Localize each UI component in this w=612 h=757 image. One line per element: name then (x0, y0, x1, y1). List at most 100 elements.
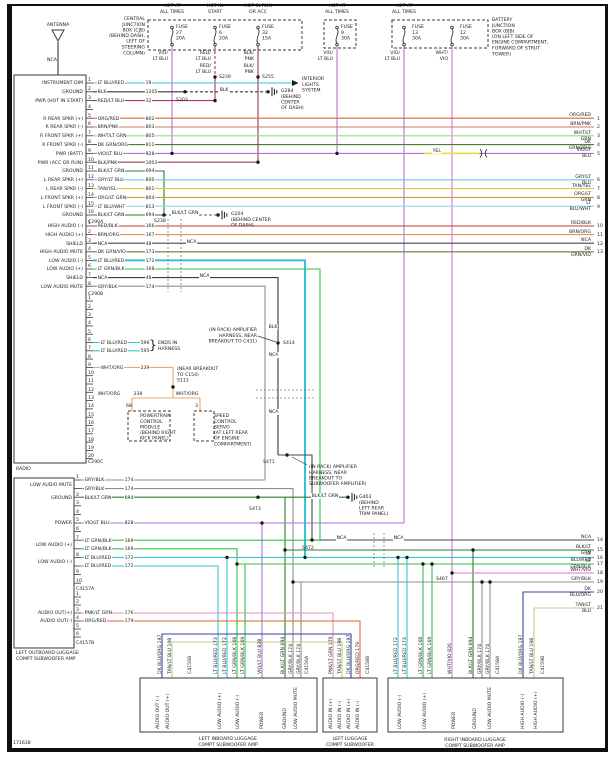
wire-color: GRY/BLK (84, 477, 105, 484)
edge-label-9: LT BLU/WHT (569, 200, 592, 212)
pin-name: PWR (BATT) (55, 150, 83, 157)
wire-color: DK GRN/VIO (97, 249, 127, 255)
pin-label: LOW AUDIO MUTE (293, 687, 299, 729)
ends-in-harness-note: ENDS IN HARNESS (158, 339, 181, 351)
pin-name: SHIELD (66, 275, 83, 281)
edge-label-4: DK GRN/ORG (568, 138, 591, 150)
left-subwoofer-box (322, 677, 378, 733)
edge-label-6: GRY/LT BLU (575, 173, 591, 185)
wire-label: BLK/ PNK (243, 50, 254, 61)
wire-color: LT BLU/RED (97, 257, 125, 264)
pin-number: 5 (88, 328, 91, 334)
junction-dot (235, 562, 239, 566)
pin-number: 5 (76, 517, 79, 523)
wire-nca (278, 454, 313, 540)
edge-label-8: ORG/LT GRN (574, 191, 591, 203)
edge-num-7: 7 (596, 186, 600, 192)
wire-tan_lt_blu (533, 607, 594, 678)
junction-dot (260, 521, 264, 525)
wire-label: NCA (186, 238, 198, 245)
edge-num-9: 9 (596, 203, 600, 209)
edge-label-2: BRN/PNK (570, 121, 591, 127)
wire-color: ORG/RED (84, 618, 107, 625)
connector-c290a: C290A (88, 218, 104, 224)
edge-num-14: 14 (596, 537, 603, 543)
wire-blk (93, 277, 279, 455)
junction-dot (283, 548, 287, 552)
junction-dot (430, 562, 434, 566)
pin-name: L FRONT SPKR (+) (40, 194, 83, 201)
fuse-icon (256, 25, 260, 47)
wire-label: WHT/VIO 826 (447, 642, 453, 674)
amp-harness-note-2: (IN RACK) AMPLIFIER HARNESS, NEAR BREAKO… (309, 463, 367, 486)
wire-label: LT BLU/RED 172 (222, 637, 228, 674)
pin-name: LOW AUDIO (+) (35, 541, 72, 548)
pin-number: 4 (76, 615, 79, 621)
pin-number: 2 (88, 303, 91, 309)
pin-name: LOW AUDIO (-) (48, 257, 83, 264)
edge-label-18: WHT/VIO (570, 567, 591, 573)
wire-dk_blu_org (161, 633, 352, 678)
hot-at-all-times-1: HOT AT ALL TIMES (160, 3, 184, 14)
pin-label: AUDIO IN (+) (346, 698, 352, 729)
pin-number: 8 (88, 353, 91, 359)
pin-name: LOW AUDIO MUTE (30, 481, 72, 487)
pin-number: 10 (88, 370, 94, 376)
edge-label-13: DK GRN/VIO (570, 245, 592, 257)
edge-num-10: 10 (596, 223, 603, 229)
junction-dot (256, 75, 260, 79)
pin-number: 1 (88, 220, 91, 226)
edge-num-6: 6 (596, 177, 600, 183)
speed-servo-label: SPEED CONTROL SERVO (AT LEFT REAR OF ENG… (213, 412, 251, 446)
wire-lt_grn_blk (93, 268, 321, 541)
pin-name: L REAR SPKR (+) (43, 177, 83, 183)
wire-color: VIO/LT BLU (84, 520, 111, 527)
wire-label: NCA (393, 535, 405, 541)
pin-name: HIGH AUDIO (-) (47, 223, 83, 229)
wire-label: NCA (336, 535, 348, 541)
pin-number: 4 (88, 103, 91, 110)
circuit-number: 828 (124, 520, 135, 527)
circuit-number: 179 (124, 618, 135, 625)
circuit-number: 1003 (145, 159, 158, 166)
pin-number: 14 (88, 191, 94, 198)
hot-in-run-or-acc: HOT IN RUN OR ACC (244, 3, 272, 14)
wire-gry_blk (93, 285, 266, 480)
circuit-number: 174 (124, 477, 135, 484)
edge-label-20: DK BLU/ORG (570, 586, 591, 597)
wire-color: BRN/ORG (97, 232, 121, 238)
pin-name: R FRONT SPKR (-) (42, 142, 83, 148)
edge-num-13: 13 (596, 249, 603, 255)
pin-label: AUDIO OUT (+) (165, 693, 171, 729)
connector-c4157b: C4157B (76, 640, 95, 646)
connector-c290b: C290B (88, 290, 104, 297)
pin-number: 4 (88, 320, 91, 326)
wire-label: DK BLU/ORG 197 (518, 634, 524, 674)
edge-num-2: 2 (596, 124, 600, 130)
pin-number: 15 (88, 200, 94, 206)
pcm-pin-68: 68 (126, 402, 132, 408)
pin-name: LOW AUDIO (+) (46, 266, 83, 272)
pin-number: 4 (76, 508, 79, 515)
hot-at-all-times-3: HOT AT ALL TIMES (392, 3, 416, 14)
circuit-number: 174 (124, 486, 135, 492)
wire-label: LT GRN/BLK 169 (240, 636, 246, 674)
wire-label: GRY/BLK 174 (288, 643, 294, 674)
junction-dot (256, 495, 260, 499)
edge-label-7: TAN/YEL (571, 182, 591, 188)
pin-number: 7 (76, 534, 79, 540)
wire-color: PNK/LT GRN (84, 610, 113, 617)
wire-color: WHT/ORG (100, 364, 125, 371)
junction-dot (405, 555, 409, 560)
wire-label: GRY/BLK 174 (477, 643, 483, 674)
junction-dot (396, 555, 400, 560)
pin-label: AUDIO IN (+) (328, 698, 334, 729)
fuse-icon (402, 25, 406, 47)
pin-number: 9 (76, 569, 79, 575)
pin-number: 13 (88, 183, 94, 189)
wire-color: RED/BLK (97, 223, 119, 230)
pin-name: HIGH AUDIO MUTE (39, 249, 83, 255)
pin-number: 8 (88, 280, 91, 286)
wire-label: GRY/BLK 174 (485, 643, 491, 674)
